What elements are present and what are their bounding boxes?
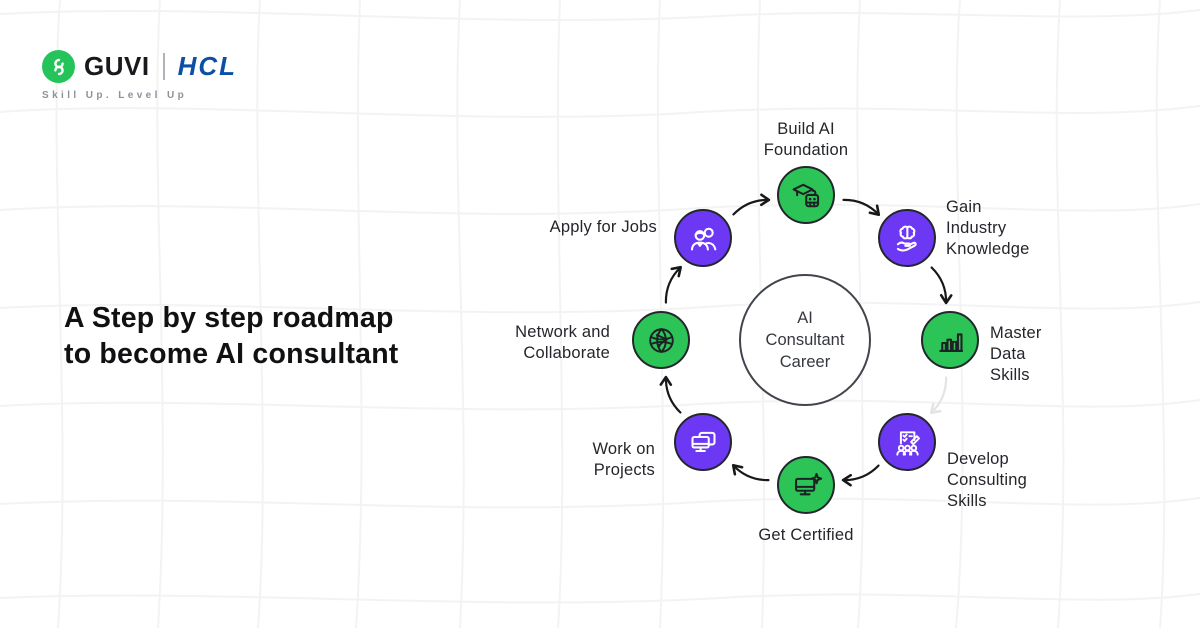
center-circle: AI Consultant Career xyxy=(739,274,871,406)
step-circle-get-certified xyxy=(777,456,835,514)
step-label-get-certified: Get Certified xyxy=(758,526,854,544)
step-circle-gain-industry-knowledge xyxy=(878,209,936,267)
arrow-work-to-network xyxy=(659,375,682,414)
arrow-master-to-develop xyxy=(930,376,948,415)
step-circle-master-data-skills xyxy=(921,311,979,369)
checklist-team-icon xyxy=(895,430,920,456)
globe-network-icon xyxy=(648,327,674,353)
brand-divider xyxy=(162,53,165,80)
monitor-sparkle-icon xyxy=(794,472,822,495)
step-label-work-on-projects: Work on Projects xyxy=(592,440,655,479)
brand-header: GUVI HCL Skill Up. Level Up xyxy=(42,50,237,101)
step-circle-develop-consulting-skills xyxy=(878,413,936,471)
graduation-cap-robot-icon xyxy=(792,183,819,207)
arrow-build-to-gain xyxy=(842,198,881,216)
hand-brain-icon xyxy=(896,225,917,252)
step-label-gain-industry-knowledge: Gain Industry Knowledge xyxy=(946,198,1030,258)
guvi-logo-icon xyxy=(42,50,75,83)
hcl-wordmark: HCL xyxy=(177,51,238,81)
bar-chart-icon xyxy=(938,332,963,352)
step-label-network-and-collaborate: Network and Collaborate xyxy=(515,323,610,362)
step-label-develop-consulting-skills: Develop Consulting Skills xyxy=(947,450,1027,510)
step-label-build-ai-foundation: Build AI Foundation xyxy=(763,120,849,159)
brand-tagline: Skill Up. Level Up xyxy=(42,90,188,101)
stacked-monitors-icon xyxy=(690,431,716,452)
arrow-apply-to-build xyxy=(732,193,771,216)
page-title: A Step by step roadmap to become AI cons… xyxy=(64,302,399,370)
arrow-develop-to-cert xyxy=(841,464,880,487)
step-circle-build-ai-foundation xyxy=(777,166,835,224)
arrow-gain-to-master xyxy=(930,266,953,305)
step-circle-network-and-collaborate xyxy=(632,311,690,369)
step-circle-apply-for-jobs xyxy=(674,209,732,267)
two-people-icon xyxy=(690,227,716,251)
step-label-master-data-skills: Master Data Skills xyxy=(990,324,1042,384)
arrow-cert-to-work xyxy=(731,464,770,482)
step-circle-work-on-projects xyxy=(674,413,732,471)
step-label-apply-for-jobs: Apply for Jobs xyxy=(549,218,657,236)
arrow-network-to-apply xyxy=(664,265,682,304)
guvi-wordmark: GUVI xyxy=(84,51,150,81)
